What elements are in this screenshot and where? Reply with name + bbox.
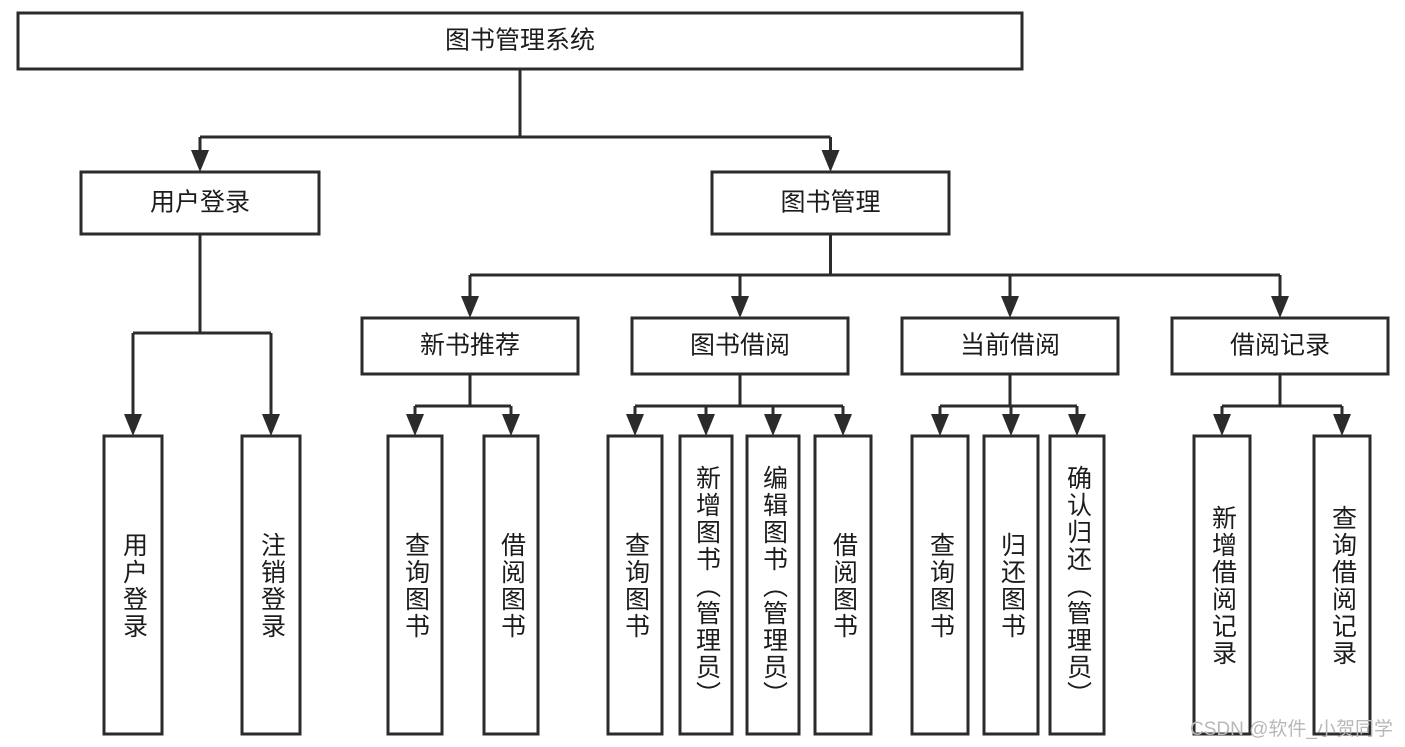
node-leaf-leaf-confirm-return[interactable]	[1048, 434, 1106, 736]
node-leaf-leaf-query-borrow-record[interactable]	[1312, 434, 1372, 736]
node-leaf-leaf-borrow-book[interactable]	[813, 434, 873, 736]
arrow-head-icon	[1213, 414, 1231, 436]
arrow-head-icon	[406, 414, 424, 436]
arrow-head-icon	[1002, 414, 1020, 436]
box-label: 用户登录	[150, 189, 250, 217]
node-level3-book-borrow[interactable]: 图书借阅	[630, 316, 850, 376]
arrow-head-icon	[931, 414, 949, 436]
node-level3-new-book-rec[interactable]: 新书推荐	[360, 316, 580, 376]
arrow-head-icon	[1333, 414, 1351, 436]
node-leaf-leaf-return-book[interactable]	[982, 434, 1040, 736]
arrow-head-icon	[461, 296, 479, 318]
box-label: 当前借阅	[960, 332, 1060, 360]
node-level2-book-manage[interactable]: 图书管理	[710, 170, 951, 236]
arrow-head-icon	[1271, 296, 1289, 318]
box-label: 借阅记录	[1230, 332, 1330, 360]
node-leaf-leaf-query-book-cur[interactable]	[910, 434, 970, 736]
arrow-head-icon	[1001, 296, 1019, 318]
arrow-head-icon	[764, 414, 782, 436]
node-leaf-leaf-user-login[interactable]	[102, 434, 164, 736]
connector-layer	[124, 69, 1351, 436]
arrow-head-icon	[124, 414, 142, 436]
arrow-head-icon	[626, 414, 644, 436]
arrow-head-icon	[834, 414, 852, 436]
box-label: 新书推荐	[420, 332, 520, 360]
arrow-head-icon	[191, 150, 209, 172]
arrow-head-icon	[502, 414, 520, 436]
node-level2-user-login[interactable]: 用户登录	[79, 170, 321, 236]
box-label: 图书借阅	[690, 332, 790, 360]
node-level3-current-borrow[interactable]: 当前借阅	[900, 316, 1120, 376]
node-leaf-leaf-edit-book[interactable]	[745, 434, 801, 736]
node-root-root[interactable]: 图书管理系统	[16, 11, 1024, 71]
arrow-head-icon	[262, 414, 280, 436]
node-leaf-leaf-logout[interactable]	[240, 434, 302, 736]
node-level3-borrow-record[interactable]: 借阅记录	[1170, 316, 1390, 376]
node-leaf-leaf-query-book-rec[interactable]	[386, 434, 444, 736]
box-label: 图书管理	[780, 189, 880, 217]
node-leaf-leaf-borrow-book-rec[interactable]	[482, 434, 540, 736]
node-leaf-leaf-add-borrow-record[interactable]	[1192, 434, 1252, 736]
box-label: 图书管理系统	[445, 27, 595, 55]
arrow-head-icon	[1068, 414, 1086, 436]
arrow-head-icon	[821, 150, 840, 172]
node-leaf-leaf-query-book-borrow[interactable]	[606, 434, 664, 736]
node-leaf-leaf-add-book[interactable]	[678, 434, 734, 736]
arrow-head-icon	[697, 414, 715, 436]
arrow-head-icon	[731, 296, 749, 318]
